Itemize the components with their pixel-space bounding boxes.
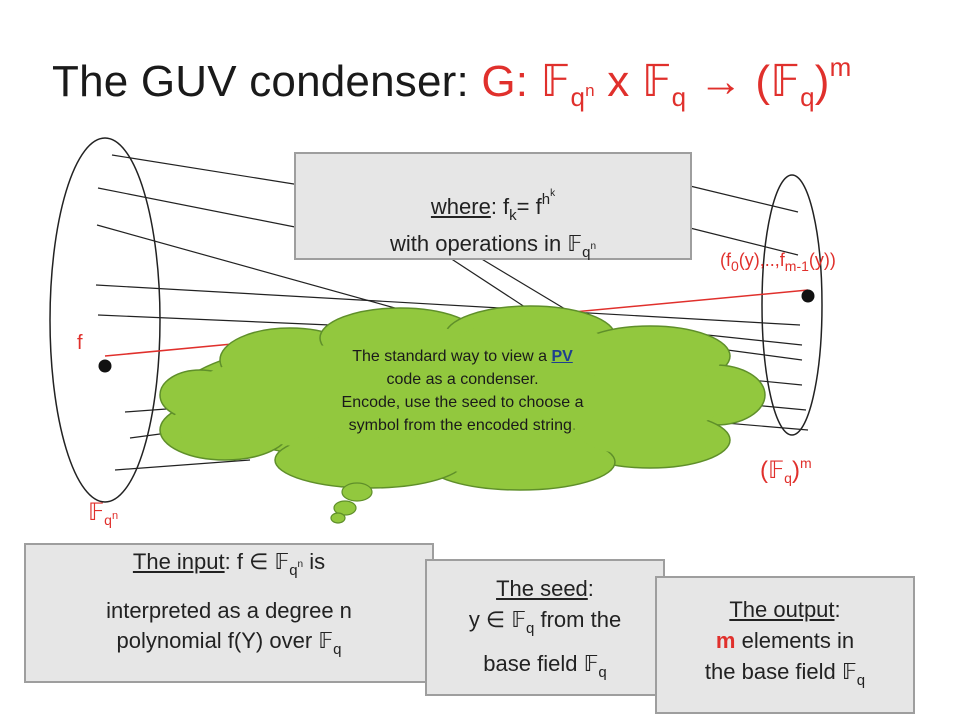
where-line-1: where: fk= fhk xyxy=(430,188,556,224)
cloud-text: The standard way to view a PV code as a … xyxy=(341,348,584,434)
source-set-ellipse xyxy=(49,137,161,503)
input-line-2: interpreted as a degree n xyxy=(106,598,352,623)
output-line-3: the base field 𝔽q xyxy=(704,659,866,689)
where-box: where: fk= fhk with operations in 𝔽qn xyxy=(294,152,692,261)
cloud-tail-bubble xyxy=(341,482,373,502)
input-line-3: polynomial f(Y) over 𝔽q xyxy=(116,628,342,658)
seed-box: The seed: y ∈ 𝔽q from the base field 𝔽q xyxy=(425,559,665,696)
input-box: The input: f ∈ 𝔽qn is interpreted as a d… xyxy=(24,543,434,683)
input-line-1: The input: f ∈ 𝔽qn is xyxy=(132,549,326,579)
output-line-1: The output: xyxy=(729,597,841,622)
cloud-tail-bubble xyxy=(333,500,357,516)
seed-line-1: The seed: xyxy=(496,576,594,601)
output-point xyxy=(801,289,815,303)
input-point-f xyxy=(98,359,112,373)
target-set-label: (𝔽q)m xyxy=(760,455,812,486)
cloud-tail-bubble xyxy=(330,512,346,524)
seed-line-3: base field 𝔽q xyxy=(483,651,607,681)
page-title: The GUV condenser: G: 𝔽qn x 𝔽q → (𝔽q)m xyxy=(52,52,852,112)
where-line-2: with operations in 𝔽qn xyxy=(389,231,597,261)
output-line-2: m elements in xyxy=(715,628,855,653)
output-point-label: (f0(y),..,fm-1(y)) xyxy=(720,250,836,274)
pv-link[interactable]: PV xyxy=(551,348,573,365)
seed-line-2: y ∈ 𝔽q from the xyxy=(468,607,622,637)
source-set-label: 𝔽qn xyxy=(88,499,119,528)
output-box: The output: m elements in the base field… xyxy=(655,576,915,714)
f-label: f xyxy=(77,332,83,354)
target-set-ellipse xyxy=(761,174,823,436)
